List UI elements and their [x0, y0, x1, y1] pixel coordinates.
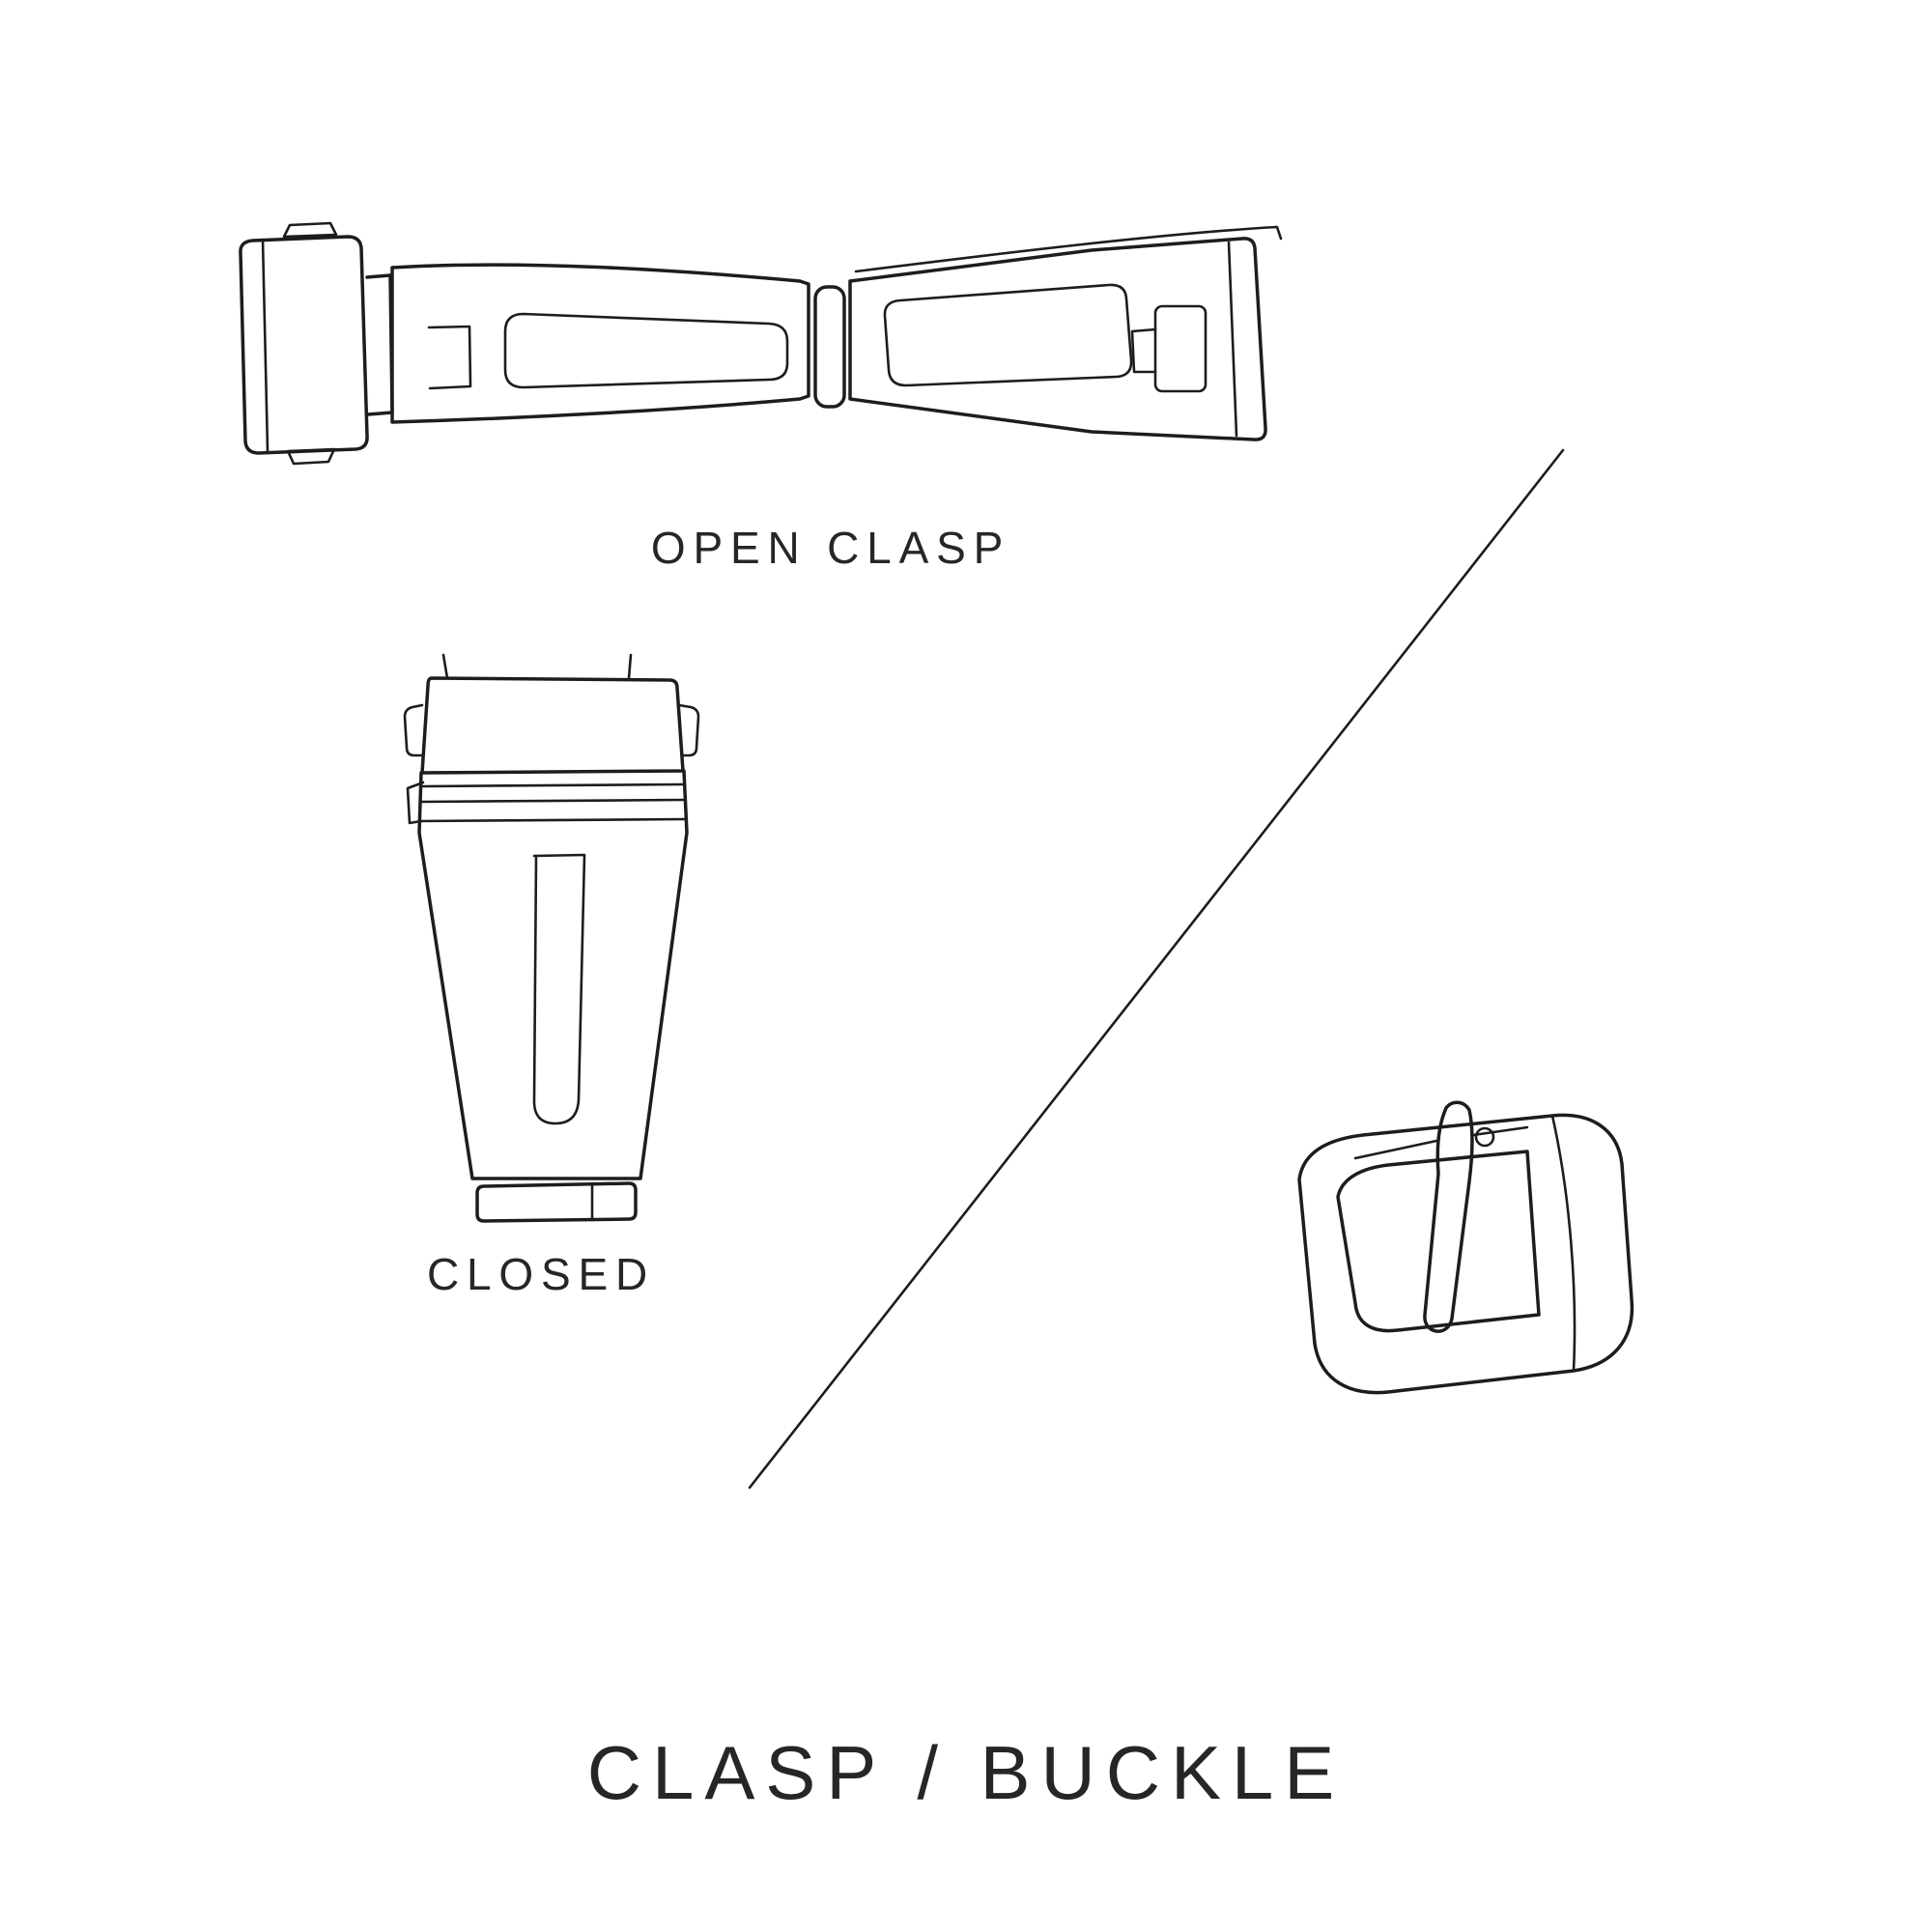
page-title: CLASP / BUCKLE: [586, 1730, 1346, 1815]
open-clasp-label: OPEN CLASP: [650, 523, 1011, 573]
closed-clasp-illustration: [391, 649, 710, 1229]
closed-label: CLOSED: [426, 1249, 656, 1299]
open-clasp-illustration: [222, 188, 1314, 488]
diagonal-divider-line: [744, 444, 1571, 1493]
buckle-illustration: [1241, 1096, 1657, 1425]
